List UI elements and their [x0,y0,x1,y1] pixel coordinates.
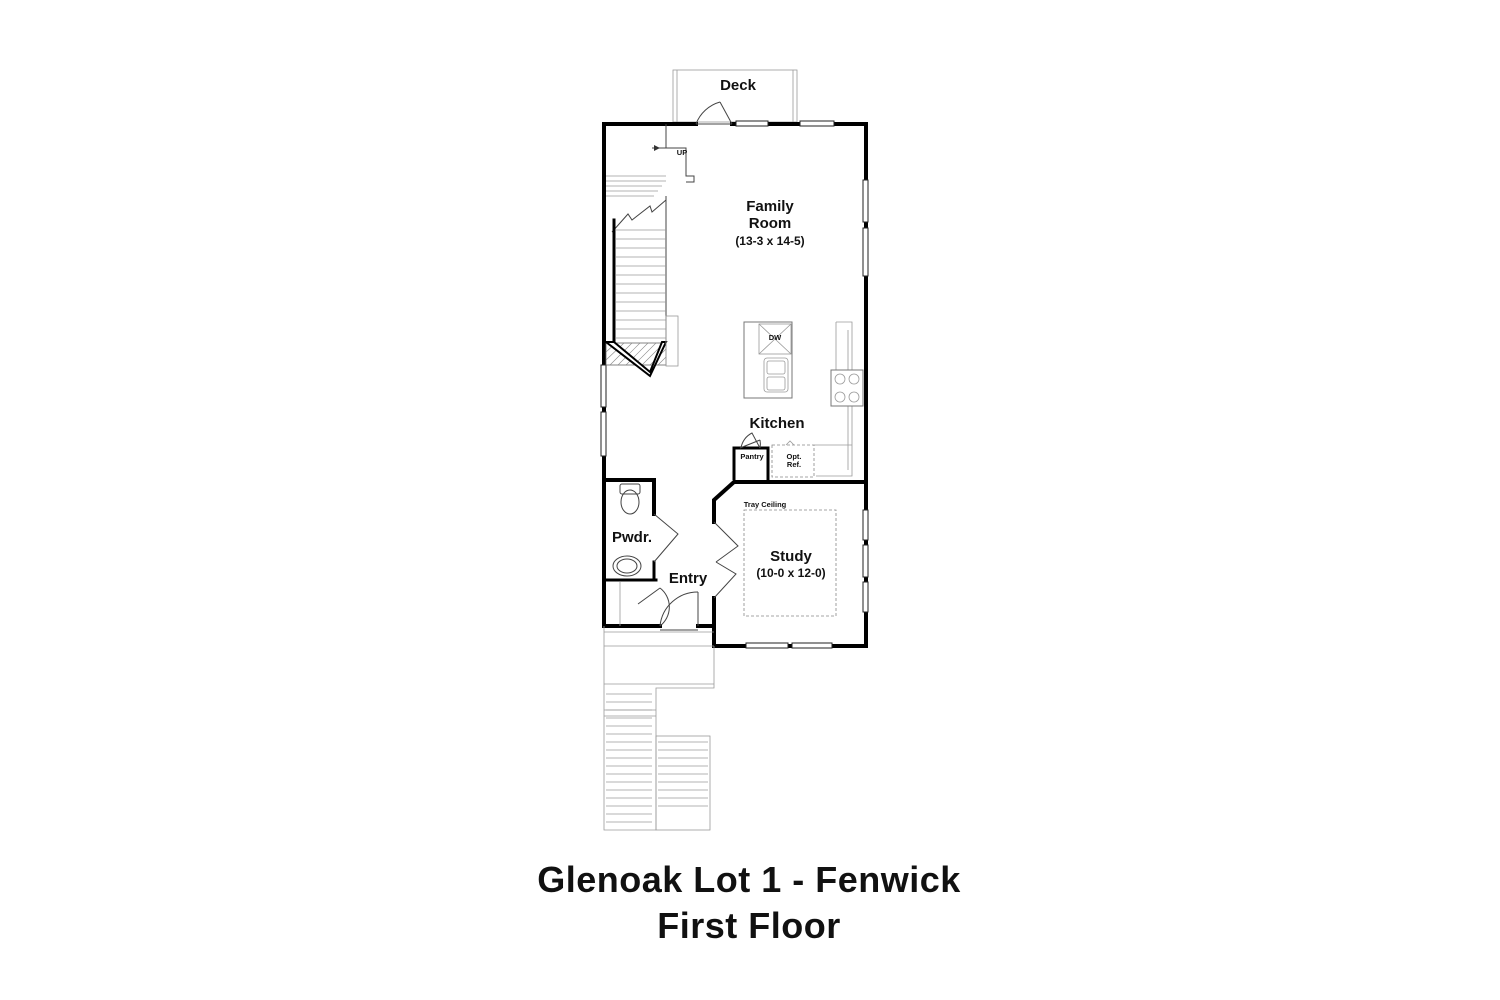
stair-up-label: UP [677,148,687,157]
windows [600,120,869,649]
kitchen-label: Kitchen [749,415,804,432]
kitchen-cabinets [743,321,864,478]
front-stairs [603,626,715,831]
pantry [732,432,770,480]
plan-title: Glenoak Lot 1 - Fenwick [537,859,961,900]
tray-ceiling-label: Tray Ceiling [744,500,787,509]
family-room-label-2: Room [749,215,792,232]
exterior-walls [602,122,868,648]
powder-room-walls [602,478,679,627]
entry-label: Entry [669,570,708,587]
study-walls [712,480,868,648]
dishwasher-label: DW [769,333,782,342]
plan-subtitle: First Floor [657,905,841,946]
study-dimensions: (10-0 x 12-0) [756,566,825,580]
opt-ref-label-2: Ref. [787,460,801,469]
family-room-label-1: Family [746,198,794,215]
pantry-label: Pantry [740,452,764,461]
deck-label: Deck [720,77,757,94]
study-label: Study [770,548,812,565]
deck-door [695,101,733,125]
stair [602,124,695,378]
opt-ref-label-1: Opt. [787,452,802,461]
powder-room-label: Pwdr. [612,529,652,546]
family-room-dimensions: (13-3 x 14-5) [735,234,804,248]
entry-door [659,591,699,631]
